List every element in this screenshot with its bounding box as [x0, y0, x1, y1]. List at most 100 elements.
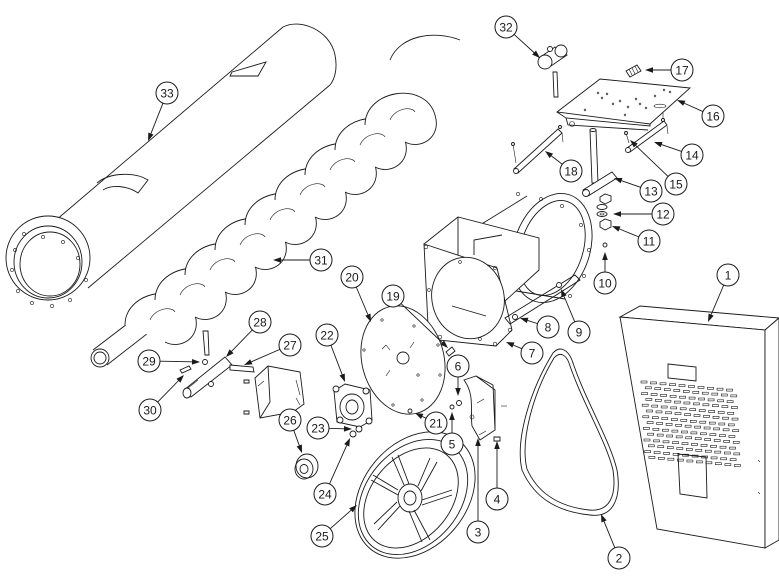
vent-slot [716, 387, 724, 391]
arrowhead [613, 211, 621, 217]
callout-number: 25 [315, 530, 329, 544]
stud-19 [445, 346, 456, 357]
arrowhead [708, 313, 714, 322]
callout-30: 30 [138, 375, 184, 422]
leader-line [684, 102, 704, 112]
callout-13: 13 [614, 178, 663, 203]
vent-slot [642, 415, 650, 419]
mounting-plate [555, 78, 692, 131]
washer-12 [596, 204, 608, 217]
callout-number: 33 [160, 87, 174, 101]
leader-line [619, 228, 639, 238]
callout-number: 20 [345, 271, 359, 285]
vent-slot [705, 461, 713, 465]
vent-slot [718, 422, 726, 426]
callout-number: 11 [643, 235, 656, 249]
leader-line [635, 145, 669, 177]
callout-number: 27 [283, 339, 297, 353]
arrowhead [339, 373, 345, 382]
callout-bubble [155, 81, 179, 105]
vent-slot [690, 431, 698, 435]
arrowhead [561, 289, 567, 298]
vent-slot [670, 418, 678, 421]
vent-slot [647, 444, 655, 448]
flange-bearing [332, 383, 373, 428]
callout-number: 32 [499, 21, 513, 35]
bolt-9 [556, 282, 562, 288]
callout-bubble [446, 354, 470, 378]
callout-number: 31 [314, 254, 328, 268]
arrowhead [455, 388, 461, 396]
vent-slot [660, 394, 667, 397]
vent-slot [712, 404, 719, 408]
arrowhead [244, 359, 253, 365]
vent-slot [689, 419, 697, 423]
vent-slot [729, 446, 736, 450]
leader-line [400, 303, 443, 343]
vent-slot [730, 394, 738, 398]
vent-slot [715, 462, 722, 466]
vent-slot [734, 464, 741, 467]
vent-slot [698, 397, 705, 401]
vent-slot [677, 458, 684, 462]
callout-number: 23 [311, 422, 325, 436]
vent-slot [717, 399, 724, 403]
callout-4: 4 [485, 441, 509, 511]
vertical-bolt [202, 330, 210, 356]
callout-31: 31 [273, 248, 333, 272]
vent-slot [682, 453, 689, 457]
arrowhead [602, 252, 608, 260]
vent-slot [678, 384, 686, 387]
vent-slot [672, 441, 679, 445]
vent-slot [681, 442, 689, 445]
flight-turn [364, 92, 437, 145]
flight-inner [389, 108, 416, 121]
callout-number: 3 [475, 526, 482, 540]
vent-slot [650, 393, 658, 396]
vent-slot [707, 398, 715, 402]
callout-bubble [567, 320, 591, 344]
vent-slot [669, 394, 677, 398]
vent-slot [689, 408, 697, 412]
callout-8: 8 [520, 315, 560, 339]
vent-slot [644, 386, 652, 390]
callout-18: 18 [545, 151, 583, 183]
arrowhead [343, 425, 352, 432]
spring [625, 64, 642, 78]
arrowhead [614, 178, 623, 184]
leader-line [293, 430, 300, 446]
vent-slot [694, 437, 702, 441]
leader-line [355, 286, 369, 315]
callout-number: 21 [429, 417, 443, 431]
vent-slot [663, 452, 670, 455]
vent-slot [731, 406, 738, 409]
vent-slot [698, 409, 706, 412]
vent-slot [648, 456, 656, 459]
callout-26: 26 [278, 408, 302, 453]
callout-14: 14 [654, 141, 704, 167]
callout-number: 8 [545, 321, 552, 335]
callout-bubble [313, 482, 337, 506]
vent-slot [658, 456, 665, 460]
vent-slot [728, 435, 736, 438]
vent-slot [671, 429, 679, 433]
vent-slot [697, 386, 705, 389]
leader-line [551, 155, 563, 165]
vent-slot [709, 433, 717, 437]
vent-slot [704, 438, 712, 441]
vent-slot [720, 393, 728, 397]
vent-slot [714, 450, 722, 454]
callout-24: 24 [313, 438, 350, 506]
callout-number: 28 [253, 316, 267, 330]
vent-slot [700, 432, 707, 436]
vent-slot [720, 457, 727, 461]
vent-slot [696, 460, 703, 464]
callout-bubble [381, 284, 405, 308]
vent-slot [717, 411, 725, 414]
vent-slot [655, 398, 662, 402]
vent-slot [659, 382, 667, 386]
vent-slot [656, 422, 663, 425]
vent-slot [693, 414, 701, 417]
